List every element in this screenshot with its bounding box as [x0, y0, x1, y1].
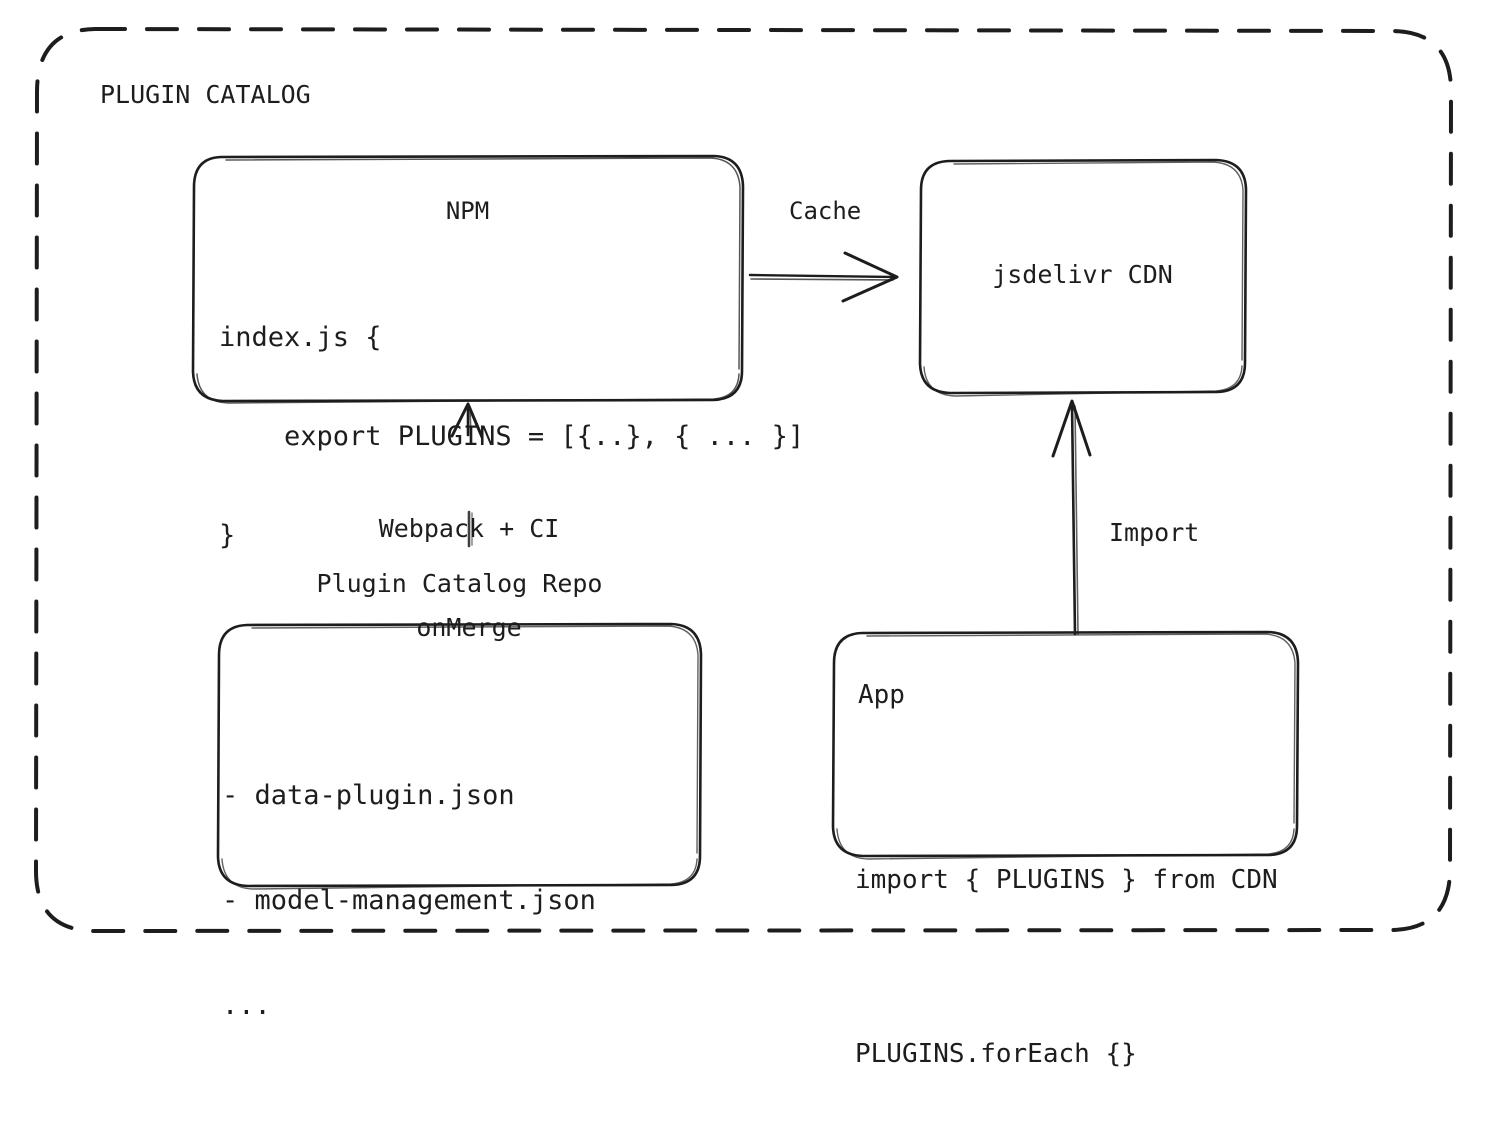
node-cdn-shape	[918, 158, 1248, 397]
edge-label-webpack-ci-line-1: Webpack + CI	[378, 514, 560, 543]
edge-label-cache: Cache	[789, 197, 862, 225]
edge-npm-to-cdn	[748, 251, 899, 303]
edge-repo-to-npm	[450, 402, 484, 548]
repo-code-line-3: ...	[222, 990, 271, 1021]
page-title: PLUGIN CATALOG	[100, 80, 311, 109]
node-npm-title: NPM	[445, 197, 490, 225]
repo-code-line-1: - data-plugin.json	[222, 780, 515, 811]
edge-app-to-cdn	[1051, 399, 1092, 636]
node-repo-code: - data-plugin.json - model-management.js…	[222, 708, 596, 1058]
diagram-canvas	[33, 26, 1454, 934]
node-repo-shape	[216, 622, 703, 890]
node-app-code: import { PLUGINS } from CDN PLUGINS.forE…	[855, 735, 1278, 1141]
node-npm-shape	[191, 154, 745, 404]
edge-label-webpack-ci-line-2: onMerge	[416, 613, 522, 642]
edge-label-webpack-ci: Webpack + CI onMerge	[339, 446, 599, 677]
plugin-catalog-frame	[33, 26, 1454, 934]
edge-label-import: Import	[1109, 518, 1200, 547]
node-app-shape	[831, 630, 1300, 860]
repo-code-line-2: - model-management.json	[222, 885, 596, 916]
node-npm-code: index.js { export PLUGINS = [{..}, { ...…	[219, 255, 804, 585]
npm-code-line-2: export PLUGINS = [{..}, { ... }]	[219, 421, 805, 452]
npm-code-line-1: index.js {	[219, 322, 382, 353]
node-app-title: App	[858, 680, 905, 710]
node-cdn-title: jsdelivr CDN	[992, 260, 1173, 289]
npm-code-line-3: }	[219, 520, 236, 551]
app-code-line-2: PLUGINS.forEach {}	[855, 1039, 1137, 1069]
node-repo-label: Plugin Catalog Repo	[316, 569, 603, 598]
app-code-line-1: import { PLUGINS } from CDN	[855, 865, 1278, 895]
